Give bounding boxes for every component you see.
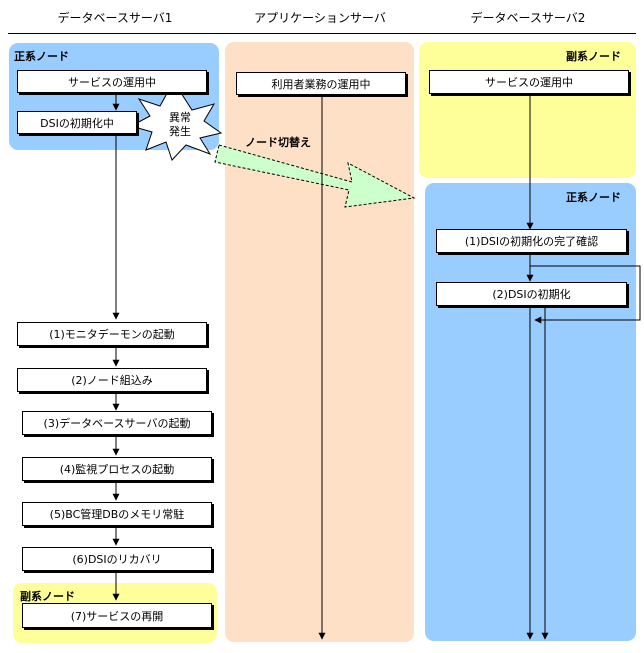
step-7-service-resume-box: (7)サービスの再開 [22, 603, 212, 628]
node-switch-label: ノード切替え [245, 136, 311, 149]
step-6-dsi-recovery-box: (6)DSIのリカバリ [22, 547, 212, 571]
server1-service-running-box: サービスの運用中 [17, 70, 207, 93]
column-header-db-server-1: データベースサーバ1 [57, 11, 173, 25]
step-3-db-server-start-box: (3)データベースサーバの起動 [22, 411, 212, 435]
header-divider [8, 33, 636, 34]
step-4-monitor-process-box: (4)監視プロセスの起動 [22, 457, 212, 481]
column-header-app-server: アプリケーションサーバ [254, 11, 386, 25]
server2-service-running-box: サービスの運用中 [429, 70, 629, 94]
abnormality-burst [129, 87, 223, 161]
step-1-monitor-daemon-box: (1)モニタデーモンの起動 [17, 322, 207, 346]
primary-node-label-server1: 正系ノード [14, 50, 69, 63]
abnormality-burst-text: 異常 発生 [160, 111, 200, 139]
node-switch-arrow [214, 144, 416, 208]
step-2-node-join-box: (2)ノード組込み [17, 368, 207, 392]
server2-dsi-init-box: (2)DSIの初期化 [436, 282, 627, 306]
primary-node-label-server2: 正系ノード [566, 191, 621, 204]
burst-line-1: 異常 [169, 111, 191, 124]
server1-dsi-init-box: DSIの初期化中 [17, 111, 137, 134]
secondary-node-label-server2: 副系ノード [566, 50, 621, 63]
region-secondary-node-server2 [419, 42, 636, 178]
step-5-bc-db-resident-box: (5)BC管理DBのメモリ常駐 [22, 502, 212, 526]
column-header-db-server-2: データベースサーバ2 [470, 11, 586, 25]
burst-line-2: 発生 [169, 125, 191, 138]
region-app-server [225, 42, 414, 642]
app-business-running-box: 利用者業務の運用中 [236, 72, 406, 95]
server2-confirm-init-box: (1)DSIの初期化の完了確認 [436, 229, 627, 253]
secondary-node-label-server1: 副系ノード [20, 590, 75, 603]
